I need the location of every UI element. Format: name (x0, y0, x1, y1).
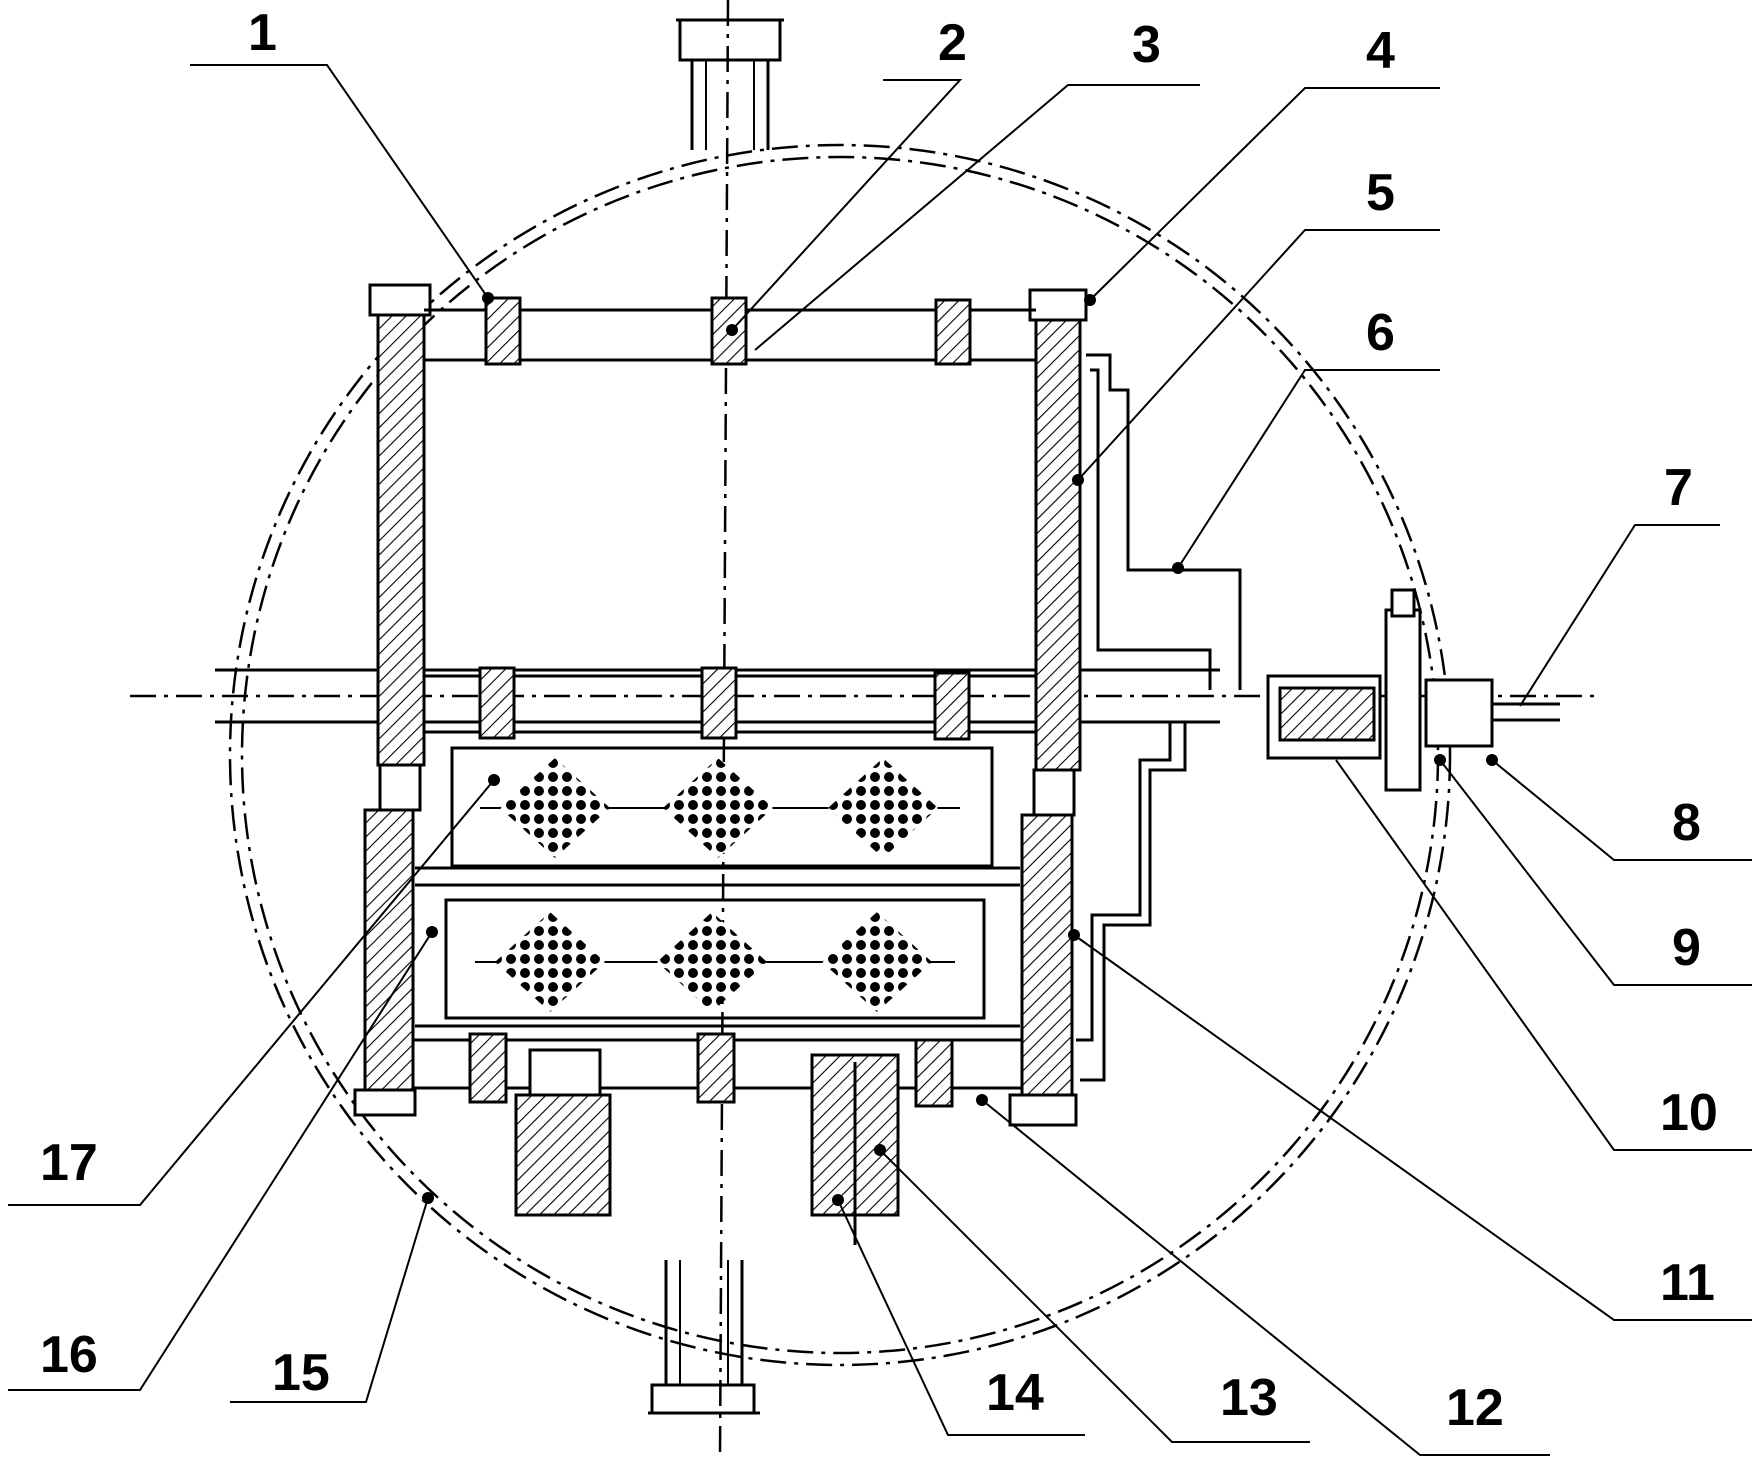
left-column (353, 283, 432, 1117)
part-label-8: 8 (1672, 794, 1701, 852)
part-label-16: 16 (40, 1326, 98, 1384)
part-label-14: 14 (986, 1364, 1044, 1422)
top-nozzle (676, 18, 784, 150)
part-label-6: 6 (1366, 304, 1395, 362)
part-label-4: 4 (1366, 22, 1395, 80)
bottom-supports (514, 1048, 900, 1245)
top-beam (424, 296, 1036, 366)
part-label-2: 2 (938, 14, 967, 72)
part-label-11: 11 (1660, 1254, 1715, 1312)
middle-beam (424, 666, 1036, 741)
vertical-centerline (718, 0, 730, 1457)
bottom-beam (412, 1032, 1022, 1108)
part-label-5: 5 (1366, 164, 1395, 222)
part-label-1: 1 (248, 4, 277, 62)
cable-conduit (1076, 353, 1242, 1082)
part-label-3: 3 (1132, 16, 1161, 74)
part-label-7: 7 (1664, 459, 1693, 517)
leader-lines (8, 64, 1752, 1456)
part-label-13: 13 (1220, 1369, 1278, 1427)
right-column (1008, 288, 1088, 1127)
part-label-10: 10 (1660, 1084, 1718, 1142)
grid-panel-upper (450, 746, 994, 868)
grid-panel-lower (444, 898, 986, 1020)
part-label-12: 12 (1446, 1379, 1504, 1437)
bottom-nozzle (648, 1260, 760, 1415)
feedthrough (1266, 588, 1560, 792)
part-label-17: 17 (40, 1134, 98, 1192)
part-label-15: 15 (272, 1344, 330, 1402)
part-number-labels: 1 2 3 4 5 6 7 8 9 10 11 12 13 14 15 16 1… (40, 4, 1718, 1437)
panel-separator (415, 866, 1020, 1028)
part-label-9: 9 (1672, 919, 1701, 977)
